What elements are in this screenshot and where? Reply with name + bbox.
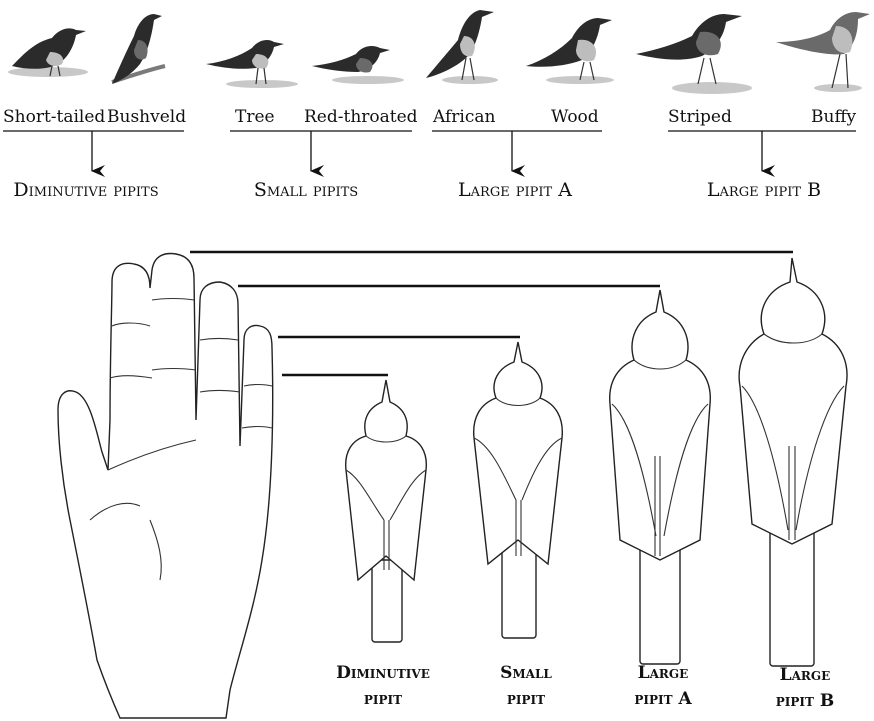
silhouette-label-large-b-line2: pipit B <box>776 691 835 711</box>
pipit-silhouette-large-b <box>739 258 847 666</box>
hand-outline <box>58 254 273 718</box>
species-label-tree: Tree <box>235 107 275 127</box>
species-labels: Short-tailed Bushveld Tree Red-throated … <box>3 107 857 127</box>
species-label-striped: Striped <box>668 107 732 127</box>
pipit-silhouette-small <box>474 342 563 638</box>
silhouette-label-large-a-line1: Large <box>638 663 689 683</box>
species-label-african: African <box>432 107 495 127</box>
species-label-wood: Wood <box>551 107 599 127</box>
bird-illustrations <box>8 10 870 94</box>
species-label-short-tailed: Short-tailed <box>3 107 105 127</box>
length-comparison-bars <box>190 252 793 375</box>
silhouette-labels: Diminutive pipit Small pipit Large pipit… <box>336 663 834 711</box>
species-label-bushveld: Bushveld <box>107 107 186 127</box>
group-label-diminutive: Diminutive pipits <box>13 179 158 201</box>
silhouette-label-small-line1: Small <box>500 663 552 683</box>
group-label-large-b: Large pipit B <box>707 179 821 201</box>
buffy-pipit-illustration <box>776 12 870 92</box>
african-pipit-illustration <box>426 10 498 84</box>
pipit-silhouette-large-a <box>610 290 711 664</box>
wood-pipit-illustration <box>526 18 614 84</box>
silhouette-label-diminutive-line2: pipit <box>364 689 402 709</box>
short-tailed-pipit-illustration <box>8 28 88 77</box>
bushveld-pipit-illustration <box>112 14 165 84</box>
striped-pipit-illustration <box>636 14 752 94</box>
red-throated-pipit-illustration <box>312 46 404 84</box>
pipit-silhouette-diminutive <box>346 380 427 642</box>
silhouettes <box>346 258 847 666</box>
silhouette-label-large-a-line2: pipit A <box>634 689 692 709</box>
group-label-large-a: Large pipit A <box>458 179 572 201</box>
silhouette-label-large-b-line1: Large <box>780 665 831 685</box>
species-label-buffy: Buffy <box>811 107 857 127</box>
group-labels: Diminutive pipits Small pipits Large pip… <box>13 179 821 201</box>
group-connectors <box>3 131 856 171</box>
tree-pipit-illustration <box>206 40 298 88</box>
species-label-red-throated: Red-throated <box>304 107 418 127</box>
silhouette-label-small-line2: pipit <box>507 689 545 709</box>
group-label-small: Small pipits <box>254 179 358 201</box>
silhouette-label-diminutive-line1: Diminutive <box>336 663 430 683</box>
